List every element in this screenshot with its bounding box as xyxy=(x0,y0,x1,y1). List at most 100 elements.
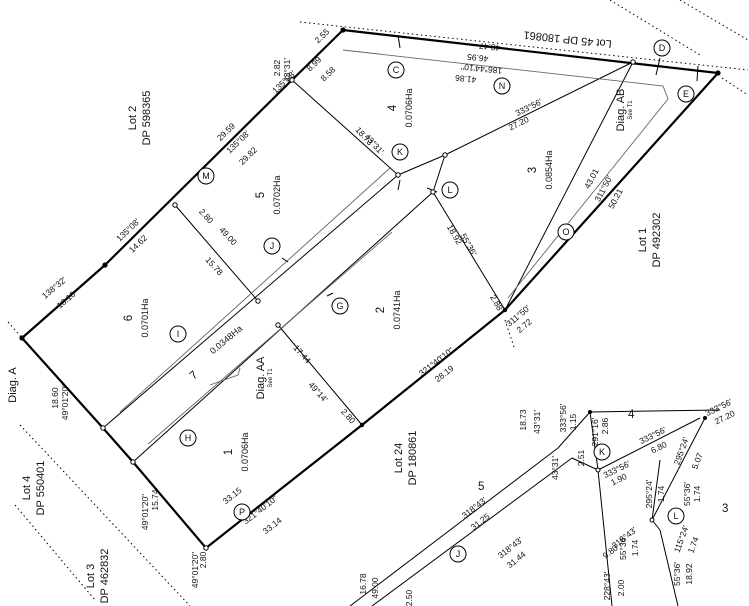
dim: 50.21 xyxy=(606,187,625,211)
diag-aa-title: Diag. AA xyxy=(255,356,267,399)
inset-dim: 5.07 xyxy=(690,451,705,470)
inset-dim: 55°36' xyxy=(682,482,692,506)
inset-marker-j: J xyxy=(449,545,467,563)
marker-j: J xyxy=(263,237,281,255)
dim: 41.86 xyxy=(454,73,476,85)
lot3-dp-line1: Lot 3 xyxy=(85,564,97,588)
svg-text:O: O xyxy=(562,227,569,237)
dim: 17.44 xyxy=(291,343,313,366)
dim: 8.99 xyxy=(304,54,323,73)
svg-text:L: L xyxy=(447,185,452,195)
lot1-number: 1 xyxy=(223,449,235,455)
svg-text:J: J xyxy=(270,241,275,251)
lot3-number: 3 xyxy=(527,167,539,173)
dim: 18.60 xyxy=(50,387,60,409)
lot6-number: 6 xyxy=(123,315,135,321)
lot3-area: 0.0854Ha xyxy=(544,150,554,189)
lot5-area: 0.0702Ha xyxy=(272,175,282,214)
dim: 333°56' xyxy=(514,96,544,118)
corner-points xyxy=(19,27,721,551)
marker-p: P xyxy=(233,503,251,521)
svg-text:D: D xyxy=(659,43,666,53)
marker-h: H xyxy=(179,429,197,447)
svg-text:I: I xyxy=(177,329,180,339)
svg-text:P: P xyxy=(239,507,245,517)
svg-text:H: H xyxy=(185,433,192,443)
inset-dim: 2.51 xyxy=(576,449,586,466)
inset-dim: 2.50 xyxy=(404,589,414,606)
markers: C D E N K L M J I G H O P K L J xyxy=(169,39,695,563)
lot3-dp-line2: DP 462832 xyxy=(99,549,111,604)
lot4-area: 0.0706Ha xyxy=(404,88,414,127)
dim: 2.82 xyxy=(272,59,282,76)
marker-c: C xyxy=(387,61,405,79)
inset-lot3: 3 xyxy=(722,503,728,515)
lot4-number: 4 xyxy=(387,104,399,111)
inset-dim: 333°56' xyxy=(558,403,568,432)
svg-text:K: K xyxy=(397,147,403,157)
dim: 2.80 xyxy=(197,206,216,225)
adjoining-lines xyxy=(7,0,749,606)
marker-d: D xyxy=(653,39,671,57)
svg-text:E: E xyxy=(683,89,689,99)
dim: 14.62 xyxy=(127,233,149,255)
svg-text:K: K xyxy=(599,447,605,457)
lot1-area: 0.0706Ha xyxy=(240,432,250,471)
dim: 2.55 xyxy=(312,26,331,45)
lot4-dp-line2: DP 550401 xyxy=(35,461,47,516)
dim: 33.15 xyxy=(221,485,244,506)
marker-k: K xyxy=(391,143,409,161)
inset-dim: 49.00 xyxy=(370,577,380,599)
inset-dim: 43°31' xyxy=(532,410,542,434)
internal-lines xyxy=(102,34,699,463)
dim: 33.14 xyxy=(261,515,284,536)
dim: 49°01'20" xyxy=(140,494,150,530)
lot6-area: 0.0701Ha xyxy=(140,298,150,337)
svg-text:C: C xyxy=(393,65,400,75)
inset-detail: 18.73 43°31' 333°56' 1.15 291°16' 2.86 4… xyxy=(349,396,737,606)
lot2-area: 0.0741Ha xyxy=(392,290,402,329)
inset-dim: 228°43' xyxy=(602,571,612,600)
lot5-number: 5 xyxy=(255,192,267,198)
inset-dim: 55°36' xyxy=(672,562,682,586)
diag-a-label: Diag. A xyxy=(7,367,19,403)
dim: 49°01'20" xyxy=(60,384,70,420)
dim: 29.82 xyxy=(237,145,259,167)
dim: 43°31' xyxy=(282,58,292,82)
marker-o: O xyxy=(557,223,575,241)
dim: 186°44'10" xyxy=(461,62,503,76)
marker-n: N xyxy=(493,77,511,95)
svg-text:L: L xyxy=(673,511,678,521)
marker-e: E xyxy=(677,85,695,103)
marker-m: M xyxy=(197,167,215,185)
svg-text:M: M xyxy=(202,171,210,181)
lot45-dp: Lot 45 DP 180861 xyxy=(523,28,612,49)
diag-ab-see: See T1 xyxy=(628,100,634,120)
dim: 27.20 xyxy=(507,114,531,132)
inset-dim: 43°31' xyxy=(550,456,560,480)
inset-dim: 1.74 xyxy=(686,535,701,554)
inset-dim: 295°24' xyxy=(644,479,654,508)
lot4-dp-line1: Lot 4 xyxy=(21,476,33,500)
lot2-dp-line2: DP 598365 xyxy=(141,91,153,146)
inset-dim: 2.86 xyxy=(600,417,610,434)
lot2-dp-line1: Lot 2 xyxy=(127,106,139,130)
inset-dim: 1.74 xyxy=(656,485,666,502)
svg-text:J: J xyxy=(456,549,461,559)
marker-g: G xyxy=(331,297,349,315)
diag-aa-see: See T1 xyxy=(268,368,274,388)
lot1-dp-line1: Lot 1 xyxy=(637,228,649,252)
inset-dim: 55°36' xyxy=(618,536,628,560)
inset-dim: 1.74 xyxy=(692,485,702,502)
dim: 49.00 xyxy=(217,225,239,248)
dim: 8.58 xyxy=(318,64,337,83)
dim: 2.88 xyxy=(488,293,505,313)
lot1-dp-line2: DP 492302 xyxy=(651,213,663,268)
inset-dim: 2.00 xyxy=(616,579,626,596)
inset-dim: 18.92 xyxy=(684,563,694,585)
svg-text:G: G xyxy=(336,301,343,311)
adjoining-labels: Lot 2 DP 598365 Lot 45 DP 180861 Lot 1 D… xyxy=(7,28,663,603)
dim: 15.78 xyxy=(203,255,225,278)
inset-dim: 18.73 xyxy=(518,409,528,431)
marker-l: L xyxy=(441,181,459,199)
